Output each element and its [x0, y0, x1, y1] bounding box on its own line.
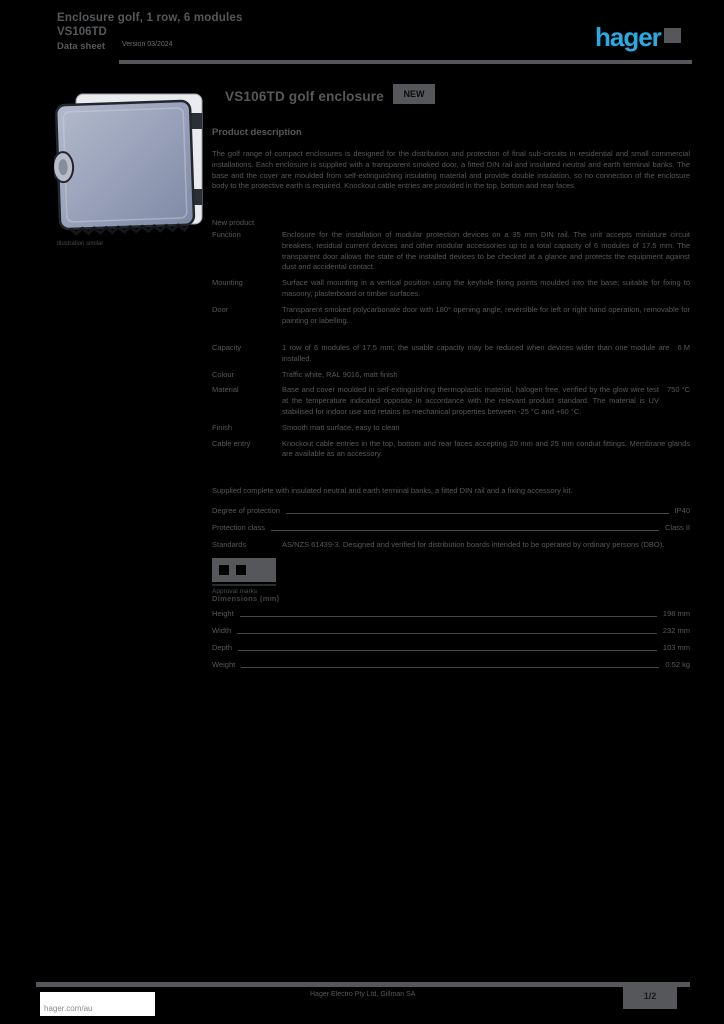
- details-section: Function Enclosure for the installation …: [212, 230, 690, 331]
- rating-row: Protection class Class II: [212, 523, 690, 533]
- spec-row: Standards AS/NZS 61439-3. Designed and v…: [212, 540, 690, 551]
- description-note: New product: [212, 218, 255, 227]
- rating-label: Protection class: [212, 522, 265, 532]
- header-title-doctype: Data sheet: [57, 41, 106, 52]
- spec-row: Finish Smooth matt surface, easy to clea…: [212, 423, 690, 434]
- dimension-value: 198 mm: [662, 609, 690, 618]
- leader-line: [270, 529, 659, 531]
- footer-divider: [36, 982, 690, 987]
- spec-row: Function Enclosure for the installation …: [212, 230, 690, 273]
- spec-row: Mounting Surface wall mounting in a vert…: [212, 278, 690, 300]
- dimension-label: Height: [212, 609, 234, 618]
- rating-value: IP40: [674, 505, 690, 515]
- header-title-reference: VS106TD: [57, 26, 107, 38]
- dimension-row: Depth 103 mm: [212, 643, 690, 653]
- dimension-row: Weight 0.52 kg: [212, 660, 690, 670]
- spec-label: Mounting: [212, 278, 243, 288]
- leader-line: [238, 650, 657, 651]
- product-title: VS106TD golf enclosure: [225, 88, 384, 104]
- header-version-note: Version 03/2024: [122, 41, 173, 48]
- spec-value: Surface wall mounting in a vertical posi…: [282, 278, 690, 298]
- footer-site-link[interactable]: hager.com/au: [44, 1004, 93, 1013]
- spec-value: Enclosure for the installation of modula…: [282, 230, 690, 272]
- rating-label: Degree of protection: [212, 505, 280, 515]
- spec-label: Colour: [212, 369, 235, 379]
- product-title-row: VS106TD golf enclosure NEW: [225, 84, 435, 104]
- footer-company: Hager Electro Pty Ltd, Gillman SA: [310, 991, 416, 998]
- spec-value: AS/NZS 61439-3. Designed and verified fo…: [282, 539, 665, 549]
- footer-page-box: 1/2: [623, 982, 677, 1009]
- description-heading: Product description: [212, 127, 302, 138]
- product-image: [54, 93, 203, 236]
- new-badge: NEW: [392, 84, 435, 104]
- spec-row: Cable entry Knockout cable entries in th…: [212, 439, 690, 461]
- spec-value: Knockout cable entries in the top, botto…: [282, 438, 690, 459]
- spec-value: 1 row of 6 modules of 17.5 mm; the usabl…: [282, 343, 670, 363]
- dimension-label: Width: [212, 626, 232, 635]
- spec-label: Material: [212, 385, 239, 395]
- dimension-value: 232 mm: [662, 626, 690, 635]
- hager-logo: hager: [595, 22, 662, 52]
- leader-line: [237, 633, 657, 634]
- header-title-block: Enclosure golf, 1 row, 6 modules VS106TD…: [57, 12, 243, 52]
- transparent-door: [55, 99, 196, 231]
- spec-right-value: 750 °C: [666, 385, 690, 395]
- spec-value: Transparent smoked polycarbonate door wi…: [282, 304, 690, 325]
- spec-label: Function: [212, 230, 241, 239]
- footer-site-box: hager.com/au: [40, 992, 155, 1016]
- spec-label: Standards: [212, 539, 247, 549]
- spec-label: Finish: [212, 422, 233, 432]
- dimension-label: Depth: [212, 643, 233, 652]
- spec-row: Capacity 1 row of 6 modules of 17.5 mm; …: [212, 343, 690, 365]
- characteristics-section: Capacity 1 row of 6 modules of 17.5 mm; …: [212, 343, 690, 465]
- equipment-intro: Supplied complete with insulated neutral…: [212, 486, 573, 495]
- marks-caption: Approval marks: [212, 587, 258, 595]
- spec-label: Door: [212, 304, 229, 314]
- approval-mark-icon: [219, 564, 229, 575]
- marks-divider: [212, 583, 276, 586]
- approval-marks-box: [212, 557, 276, 582]
- spec-row: Door Transparent smoked polycarbonate do…: [212, 305, 690, 327]
- dimension-row: Width 232 mm: [212, 626, 690, 636]
- image-caption: Illustration similar: [57, 241, 104, 247]
- header-divider: [119, 60, 692, 64]
- dimensions-section: Dimensions (mm) Height 198 mm Width 232 …: [212, 594, 690, 677]
- rating-value: Class II: [664, 522, 690, 532]
- approval-marks: Approval marks: [212, 557, 276, 595]
- leader-line: [239, 616, 657, 617]
- dimension-value: 103 mm: [662, 643, 690, 652]
- spec-row: Colour Traffic white, RAL 9016, matt fin…: [212, 370, 690, 381]
- rating-row: Degree of protection IP40: [212, 506, 690, 516]
- vent-slots: [69, 223, 190, 236]
- description-paragraph: The golf range of compact enclosures is …: [212, 149, 690, 191]
- dimension-row: Height 198 mm: [212, 609, 690, 619]
- leader-line: [285, 512, 669, 514]
- footer-page-number: 1/2: [643, 990, 657, 1001]
- dimension-label: Weight: [212, 660, 236, 669]
- spec-label: Cable entry: [212, 438, 251, 448]
- dimension-value: 0.52 kg: [665, 660, 690, 669]
- spec-value: Traffic white, RAL 9016, matt finish: [282, 369, 398, 379]
- leader-line: [241, 667, 660, 668]
- description-section: Product description: [212, 127, 690, 138]
- hinge-top-icon: [190, 113, 202, 129]
- header-title-line1: Enclosure golf, 1 row, 6 modules: [57, 12, 243, 24]
- spec-label: Capacity: [212, 343, 242, 352]
- logo-claim-block: [664, 28, 681, 43]
- approval-mark-icon: [236, 564, 246, 575]
- spec-right-value: 6 M: [677, 343, 690, 352]
- spec-row: Material Base and cover moulded in self-…: [212, 385, 690, 417]
- equipment-section: Supplied complete with insulated neutral…: [212, 486, 690, 595]
- spec-value: Base and cover moulded in self-extinguis…: [282, 385, 659, 416]
- spec-value: Smooth matt surface, easy to clean: [282, 422, 400, 432]
- dimensions-heading: Dimensions (mm): [212, 594, 280, 603]
